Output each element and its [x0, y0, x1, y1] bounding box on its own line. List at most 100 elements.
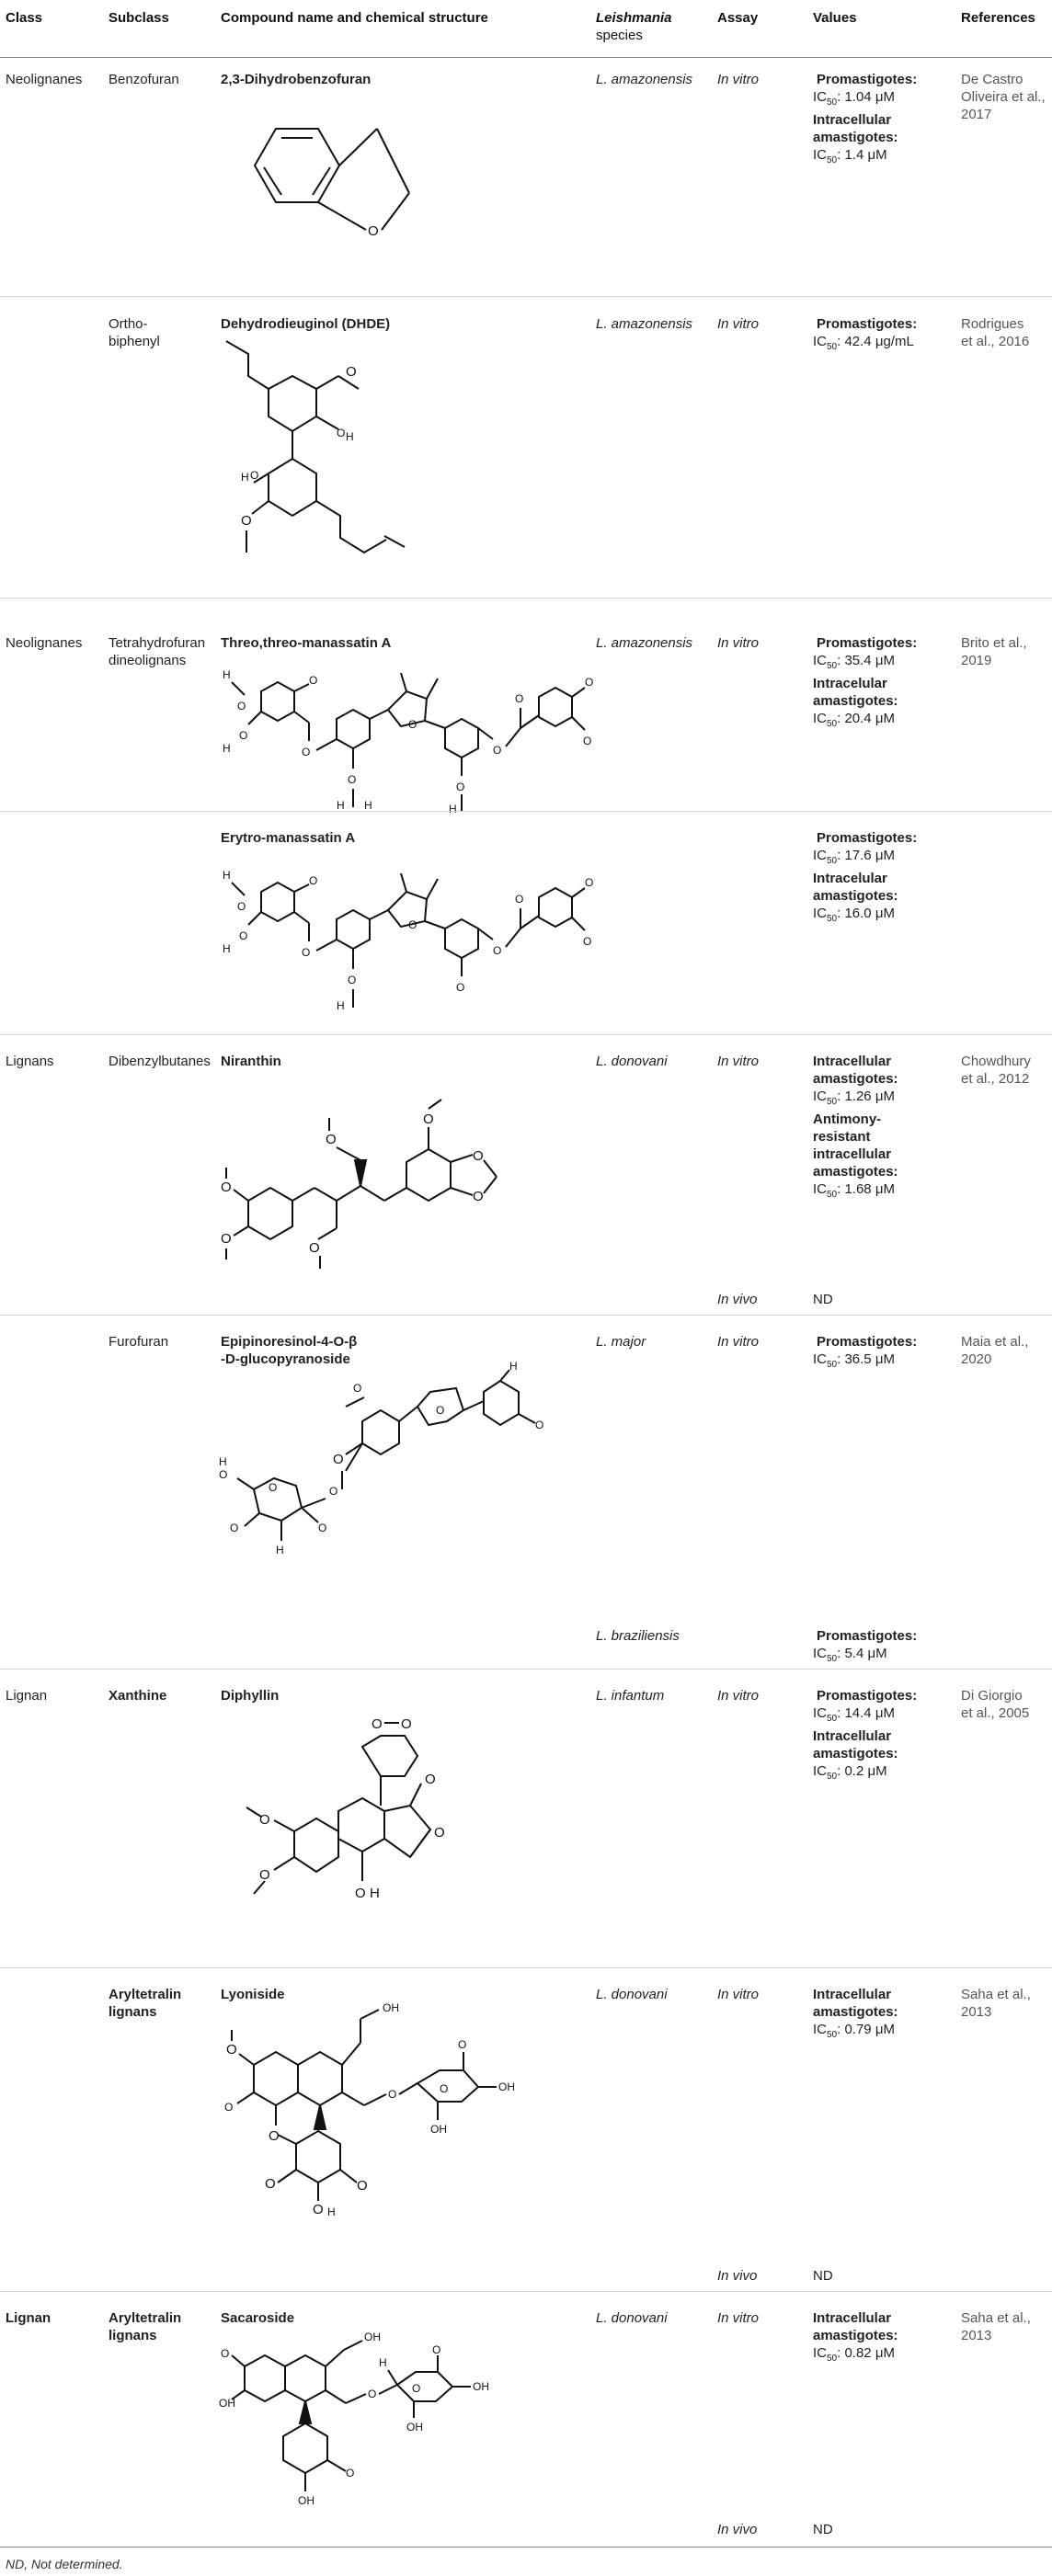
row6-subclass: Furofuran	[109, 1334, 169, 1350]
svg-text:O: O	[432, 2343, 440, 2356]
row1-class: Neolignanes	[6, 72, 83, 87]
svg-text:O: O	[241, 513, 252, 529]
header-subclass: Subclass	[109, 10, 169, 26]
dhde-structure: O H O H O O	[225, 340, 406, 554]
svg-text:OH: OH	[364, 2331, 381, 2343]
row6-species-braziliensis: L. braziliensis	[596, 1628, 680, 1644]
row6-values: Promastigotes: IC50: 36.5 μM	[813, 1334, 918, 1370]
svg-text:H: H	[364, 799, 372, 812]
svg-text:O: O	[221, 1231, 232, 1247]
header-class: Class	[6, 10, 43, 26]
svg-text:O: O	[329, 1485, 337, 1498]
manassatin-structure: H O O H O O O H H O O H O O	[223, 668, 593, 815]
svg-text:O: O	[535, 1419, 543, 1431]
row5-values: Intracellular amastigotes: IC50: 1.26 μM…	[813, 1054, 898, 1200]
row6-reference: Maia et al.,2020	[961, 1334, 1029, 1367]
header-species-word: species	[596, 28, 643, 43]
row1-values: Promastigotes: IC50: 1.04 μM Intracellul…	[813, 72, 918, 165]
svg-text:O: O	[221, 1180, 232, 1195]
row9-class: Lignan	[6, 2310, 51, 2326]
row7-species: L. infantum	[596, 1688, 665, 1704]
svg-text:O: O	[515, 893, 523, 906]
svg-text:H: H	[509, 1360, 518, 1373]
header-compound: Compound name and chemical structure	[221, 10, 488, 26]
svg-text:O: O	[302, 946, 310, 959]
row9-assay: In vitro	[717, 2310, 760, 2326]
row3-reference: Brito et al.,2019	[961, 635, 1027, 668]
svg-text:O: O	[313, 2202, 324, 2217]
svg-text:O: O	[408, 718, 417, 731]
svg-text:OH: OH	[430, 2123, 447, 2136]
row7-class: Lignan	[6, 1688, 48, 1704]
svg-text:O: O	[259, 1867, 270, 1883]
diphyllin-structure: O O O O O O O H	[246, 1716, 445, 1901]
svg-text:H: H	[223, 869, 231, 882]
svg-text:O: O	[237, 900, 246, 913]
row8-assay-invivo: In vivo	[717, 2268, 758, 2284]
row8-reference: Saha et al.,2013	[961, 1987, 1031, 2020]
svg-text:O: O	[412, 2382, 420, 2395]
svg-text:H: H	[241, 471, 249, 484]
row5-compound: Niranthin	[221, 1054, 281, 1069]
row7-values: Promastigotes: IC50: 14.4 μM Intracellul…	[813, 1688, 918, 1782]
svg-text:H: H	[219, 1455, 227, 1468]
svg-text:O: O	[309, 1240, 320, 1256]
row2-subclass: Ortho-biphenyl	[109, 316, 160, 349]
svg-text:O: O	[473, 1189, 484, 1204]
row3-class: Neolignanes	[6, 635, 83, 651]
svg-text:O: O	[425, 1772, 436, 1787]
row7-assay: In vitro	[717, 1688, 760, 1704]
svg-text:O: O	[226, 2042, 237, 2057]
svg-text:O: O	[401, 1716, 412, 1732]
header-references: References	[961, 10, 1035, 26]
erytro-manassatin-structure: H O O H O O O H O O O O O O	[223, 869, 593, 1012]
header-values: Values	[813, 10, 857, 26]
svg-text:O: O	[515, 692, 523, 705]
row5-subclass: Dibenzylbutanes	[109, 1054, 211, 1069]
row9-assay-invivo: In vivo	[717, 2522, 758, 2537]
row9-values-invivo: ND	[813, 2522, 833, 2537]
svg-text:O: O	[388, 2088, 396, 2101]
svg-text:H: H	[223, 942, 231, 955]
svg-text:O: O	[348, 773, 356, 786]
row2-values: Promastigotes: IC50: 42.4 μg/mL	[813, 316, 918, 352]
svg-text:O: O	[348, 974, 356, 986]
svg-text:OH: OH	[498, 2080, 515, 2093]
row1-subclass: Benzofuran	[109, 72, 179, 87]
svg-text:O: O	[585, 876, 593, 889]
row5-assay: In vitro	[717, 1054, 760, 1069]
svg-text:H: H	[379, 2356, 387, 2369]
svg-text:OH: OH	[219, 2397, 235, 2410]
svg-text:O: O	[357, 2178, 368, 2194]
row3-species: L. amazonensis	[596, 635, 693, 651]
svg-text:O: O	[440, 2082, 448, 2095]
svg-text:H: H	[223, 668, 231, 681]
svg-text:H: H	[276, 1544, 284, 1556]
row9-values: Intracellular amastigotes: IC50: 0.82 μM	[813, 2310, 898, 2364]
svg-text:O: O	[239, 929, 247, 942]
svg-text:O: O	[269, 1481, 277, 1494]
svg-text:OH: OH	[298, 2494, 314, 2507]
svg-text:O: O	[423, 1111, 434, 1127]
svg-text:O: O	[436, 1404, 444, 1417]
row5-class: Lignans	[6, 1054, 54, 1069]
svg-text:O: O	[368, 223, 379, 239]
row1-compound: 2,3-Dihydrobenzofuran	[221, 72, 372, 87]
svg-text:O: O	[239, 729, 247, 742]
svg-text:O: O	[346, 364, 357, 380]
svg-text:O: O	[583, 935, 591, 948]
row2-species: L. amazonensis	[596, 316, 693, 332]
row7-subclass: Xanthine	[109, 1688, 167, 1704]
row3-values: Promastigotes: IC50: 35.4 μM Intracelula…	[813, 635, 918, 729]
svg-text:O: O	[302, 746, 310, 758]
header-assay: Assay	[717, 10, 759, 26]
svg-text:O: O	[309, 874, 317, 887]
svg-text:H: H	[370, 1886, 380, 1901]
row3-compound: Threo,threo-manassatin A	[221, 635, 392, 651]
